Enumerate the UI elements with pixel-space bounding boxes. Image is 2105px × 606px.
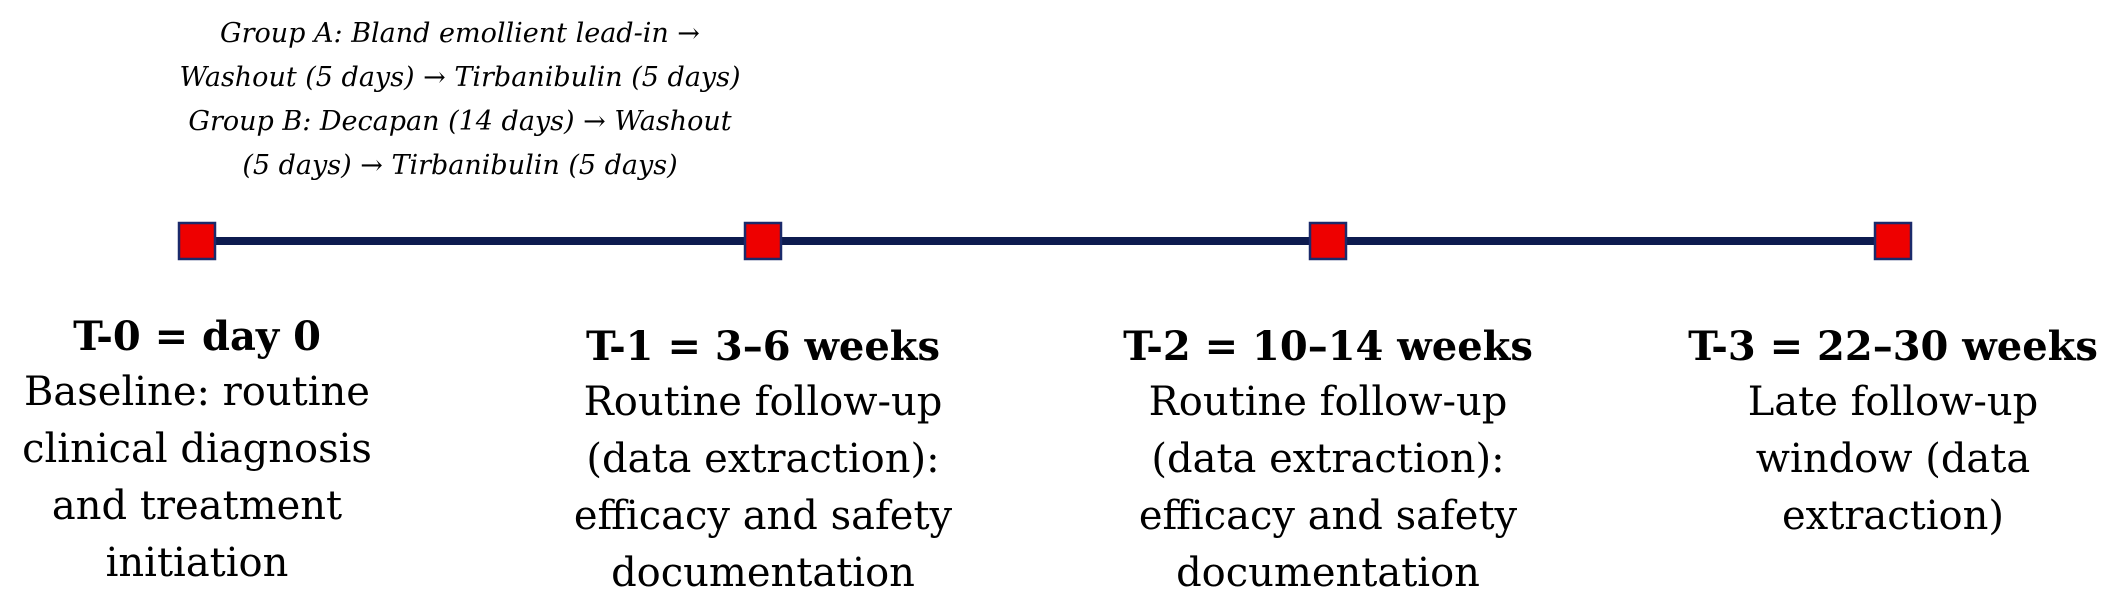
timeline-marker-t1 bbox=[743, 221, 783, 261]
milestone-title: T-1 = 3–6 weeks bbox=[585, 323, 941, 370]
timeline-marker-t3 bbox=[1873, 221, 1913, 261]
description-line: initiation bbox=[105, 540, 289, 586]
description-line: Routine follow-up bbox=[583, 379, 943, 425]
milestone-t2: T-2 = 10–14 weeks Routine follow-up (dat… bbox=[1108, 322, 1548, 602]
group-notes: Group A: Bland emollient lead-in → Washo… bbox=[110, 12, 810, 188]
description-line: and treatment bbox=[51, 483, 343, 529]
group-note-line: Group A: Bland emollient lead-in → bbox=[220, 18, 700, 49]
description-line: clinical diagnosis bbox=[22, 426, 372, 472]
milestone-title: T-2 = 10–14 weeks bbox=[1123, 323, 1533, 370]
description-line: Late follow-up bbox=[1747, 379, 2039, 425]
description-line: efficacy and safety bbox=[573, 493, 953, 539]
timeline-marker-t2 bbox=[1308, 221, 1348, 261]
milestone-description: Routine follow-up (data extraction): eff… bbox=[1108, 374, 1548, 602]
group-note-line: Group B: Decapan (14 days) → Washout bbox=[188, 106, 732, 137]
description-line: Routine follow-up bbox=[1148, 379, 1508, 425]
description-line: efficacy and safety bbox=[1138, 493, 1518, 539]
milestone-t1: T-1 = 3–6 weeks Routine follow-up (data … bbox=[543, 322, 983, 602]
description-line: window (data bbox=[1755, 436, 2031, 482]
milestone-description: Late follow-up window (data extraction) bbox=[1673, 374, 2105, 545]
description-line: extraction) bbox=[1782, 493, 2004, 539]
milestone-title: T-0 = day 0 bbox=[73, 313, 321, 360]
timeline-marker-t0 bbox=[177, 221, 217, 261]
group-note-line: (5 days) → Tirbanibulin (5 days) bbox=[242, 150, 678, 181]
milestone-description: Routine follow-up (data extraction): eff… bbox=[543, 374, 983, 602]
milestone-t3: T-3 = 22–30 weeks Late follow-up window … bbox=[1673, 322, 2105, 545]
description-line: (data extraction): bbox=[586, 436, 940, 482]
description-line: Baseline: routine bbox=[24, 369, 370, 415]
milestone-description: Baseline: routine clinical diagnosis and… bbox=[0, 364, 417, 592]
description-line: documentation bbox=[611, 550, 915, 596]
milestone-t0: T-0 = day 0 Baseline: routine clinical d… bbox=[0, 313, 417, 592]
milestone-title: T-3 = 22–30 weeks bbox=[1688, 323, 2098, 370]
group-note-line: Washout (5 days) → Tirbanibulin (5 days) bbox=[179, 62, 741, 93]
description-line: (data extraction): bbox=[1151, 436, 1505, 482]
description-line: documentation bbox=[1176, 550, 1480, 596]
